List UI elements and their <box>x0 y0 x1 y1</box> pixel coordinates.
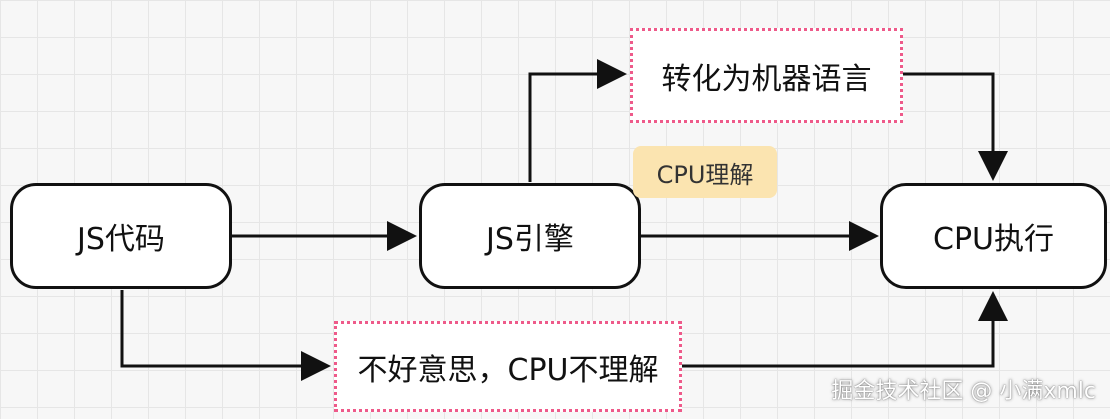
cpu-not-understand-label: 不好意思，CPU不理解 <box>357 352 659 388</box>
machine-language-label: 转化为机器语言 <box>661 61 872 97</box>
cpu-understand-label: CPU理解 <box>656 160 754 189</box>
watermark: 掘金技术社区 @ 小满xmlc <box>831 379 1096 404</box>
js-engine-node[interactable]: JS引擎 <box>419 183 641 289</box>
arrow-machine-language-to-cpu <box>903 72 1008 181</box>
cpu-execute-node[interactable]: CPU执行 <box>880 183 1107 289</box>
js-code-node[interactable]: JS代码 <box>10 183 232 289</box>
js-code-label: JS代码 <box>77 222 165 257</box>
machine-language-note[interactable]: 转化为机器语言 <box>630 28 903 123</box>
cpu-understand-tag: CPU理解 <box>633 146 777 198</box>
js-engine-label: JS引擎 <box>486 222 574 257</box>
cpu-not-understand-note[interactable]: 不好意思，CPU不理解 <box>334 321 682 412</box>
cpu-execute-label: CPU执行 <box>933 222 1054 257</box>
arrow-engine-to-machine-language <box>528 59 627 182</box>
arrow-code-to-not-understand <box>120 290 331 381</box>
arrow-not-understand-to-cpu <box>682 291 1008 368</box>
